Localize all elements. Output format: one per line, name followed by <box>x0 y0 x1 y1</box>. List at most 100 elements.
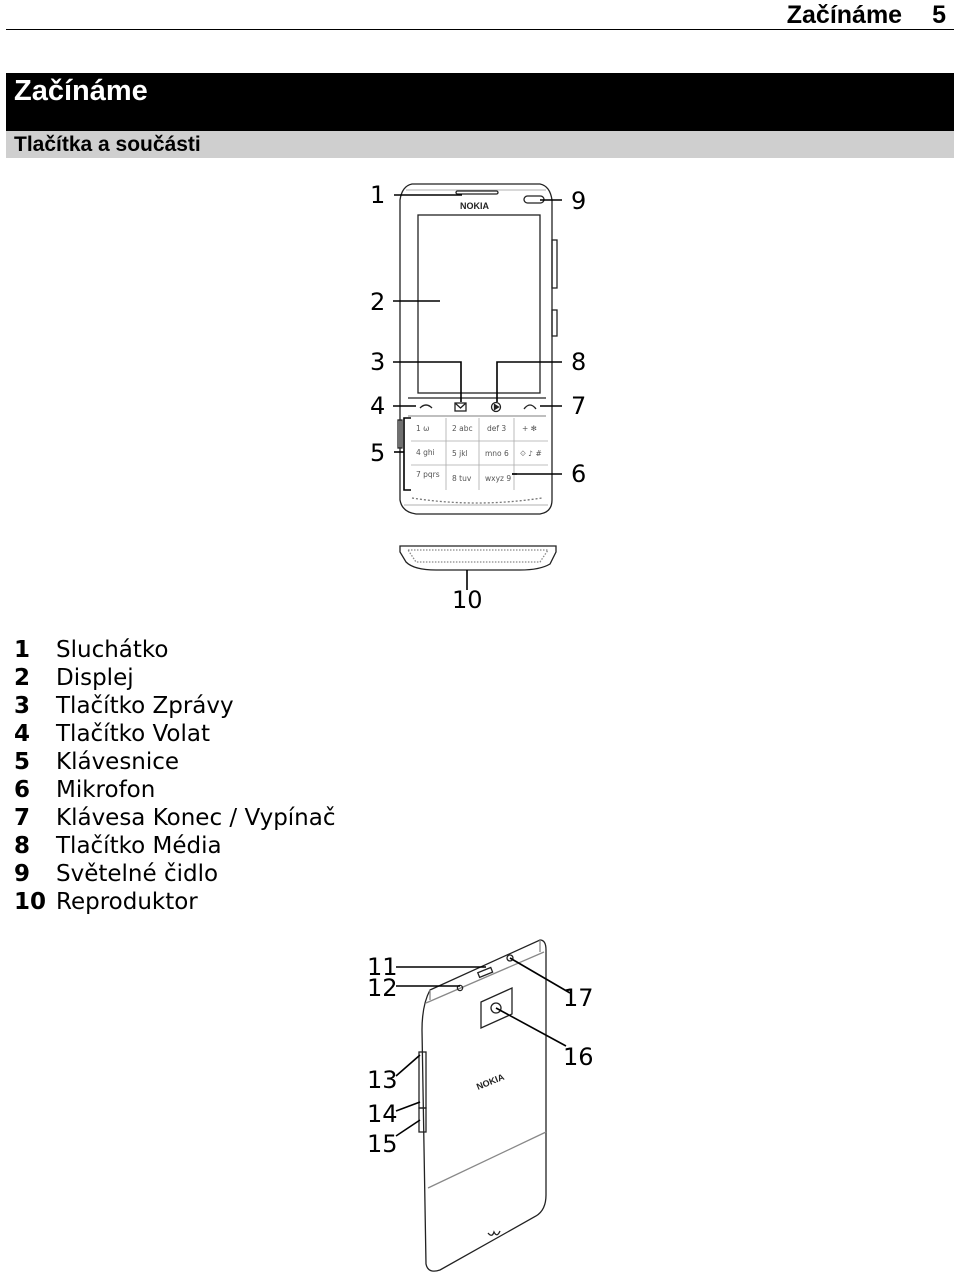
back-leader-lines <box>395 957 571 1137</box>
legend-label: Displej <box>56 665 134 691</box>
callout-11: 11 <box>367 953 398 981</box>
legend-number: 6 <box>14 777 31 803</box>
legend-item: 5 Klávesnice <box>14 748 336 776</box>
keypad-labels: 1 ω 2 abc def 3 + ✻ 4 ghi 5 jkl mno 6 ⟐ … <box>416 424 542 483</box>
callout-3: 3 <box>370 348 386 376</box>
running-header-title: Začínáme <box>786 0 903 29</box>
running-header: Začínáme 5 <box>787 0 946 30</box>
back-top-band <box>425 951 545 1004</box>
legend-number: 8 <box>14 833 31 859</box>
callout-17: 17 <box>563 984 594 1012</box>
header-rule <box>6 29 954 30</box>
legend-number: 2 <box>14 665 31 691</box>
key-1: 1 ω <box>416 424 429 433</box>
callout-12: 12 <box>367 974 398 1002</box>
end-key-icon <box>523 404 537 410</box>
legend-number: 4 <box>14 721 31 747</box>
legend-item: 10 Reproduktor <box>14 888 336 916</box>
callout-10: 10 <box>452 586 483 614</box>
callout-7: 7 <box>571 392 587 420</box>
legend-label: Tlačítko Média <box>56 833 222 859</box>
back-bottom-band <box>427 1131 547 1189</box>
legend-label: Světelné čidlo <box>56 861 219 887</box>
callout-15: 15 <box>367 1130 398 1158</box>
legend-label: Mikrofon <box>56 777 156 803</box>
callout-2: 2 <box>370 288 386 316</box>
charger-port <box>506 954 514 962</box>
phone-body-back <box>421 939 547 1272</box>
callout-1: 1 <box>370 181 386 209</box>
front-bottom-grille <box>411 497 543 504</box>
legend-number: 1 <box>14 637 31 663</box>
earpiece <box>455 190 499 195</box>
media-key-icon <box>490 401 502 413</box>
key-7: 7 pqrs <box>416 470 440 479</box>
callout-8: 8 <box>571 348 587 376</box>
legend-number: 5 <box>14 749 31 775</box>
legend-label: Reproduktor <box>56 889 198 915</box>
camera-lens <box>490 1002 502 1014</box>
back-brand-logo: NOKIA <box>475 1072 506 1092</box>
key-4: 4 ghi <box>416 448 435 457</box>
legend-label: Klávesnice <box>56 749 180 775</box>
callout-9: 9 <box>571 187 587 215</box>
front-leader-lines <box>393 194 562 590</box>
page-number: 5 <box>932 0 946 29</box>
legend-number: 3 <box>14 693 31 719</box>
front-brand-logo: NOKIA <box>460 201 490 211</box>
key-9: wxyz 9 <box>485 474 511 483</box>
left-side-slot <box>397 419 403 449</box>
key-8: 8 tuv <box>452 474 472 483</box>
legend-item: 8 Tlačítko Média <box>14 832 336 860</box>
side-key-front <box>551 309 558 337</box>
phone-body-front <box>399 183 553 515</box>
back-phone-figure <box>418 939 547 1272</box>
back-top-edges <box>429 940 541 1000</box>
callout-14: 14 <box>367 1100 398 1128</box>
usb-port <box>476 966 494 979</box>
legend-item: 7 Klávesa Konec / Vypínač <box>14 804 336 832</box>
legend-number: 7 <box>14 805 31 831</box>
legend-number: 9 <box>14 861 31 887</box>
callout-5: 5 <box>370 439 386 467</box>
keypad-grid <box>411 418 548 490</box>
section-title: Tlačítka a součásti <box>14 133 201 156</box>
media-play-glyph <box>493 403 500 411</box>
chapter-title: Začínáme <box>14 75 148 107</box>
key-hash: ⟐ ♪ # <box>520 449 542 458</box>
legend-item: 6 Mikrofon <box>14 776 336 804</box>
legend-number: 10 <box>14 889 47 915</box>
section-bar: Tlačítka a součásti <box>6 131 954 158</box>
lock-switch <box>418 1107 427 1133</box>
volume-keys-front <box>551 239 558 289</box>
key-5: 5 jkl <box>452 449 468 458</box>
bottom-view-figure <box>399 545 557 571</box>
back-bottom-logo <box>487 1230 501 1236</box>
key-star: + ✻ <box>522 424 537 433</box>
speaker-grille <box>406 549 550 563</box>
display-screen <box>417 214 541 394</box>
legend-label: Klávesa Konec / Vypínač <box>56 805 336 831</box>
legend-item: 9 Světelné čidlo <box>14 860 336 888</box>
phone-bezel-lines <box>404 189 548 506</box>
legend-item: 2 Displej <box>14 664 336 692</box>
callout-16: 16 <box>563 1043 594 1071</box>
legend-item: 3 Tlačítko Zprávy <box>14 692 336 720</box>
callout-13: 13 <box>367 1066 398 1094</box>
front-phone-figure <box>397 183 558 515</box>
callout-6: 6 <box>571 460 587 488</box>
legend-label: Tlačítko Zprávy <box>56 693 234 719</box>
call-key-icon <box>419 404 433 409</box>
legend-label: Tlačítko Volat <box>56 721 210 747</box>
key-2: 2 abc <box>452 424 473 433</box>
camera-housing <box>480 986 513 1030</box>
message-envelope-flap <box>454 402 467 409</box>
bottom-view-outline <box>399 545 557 571</box>
chapter-bar: Začínáme <box>6 73 954 131</box>
message-key-icon <box>454 402 467 412</box>
callout-4: 4 <box>370 392 386 420</box>
key-3: def 3 <box>487 424 506 433</box>
